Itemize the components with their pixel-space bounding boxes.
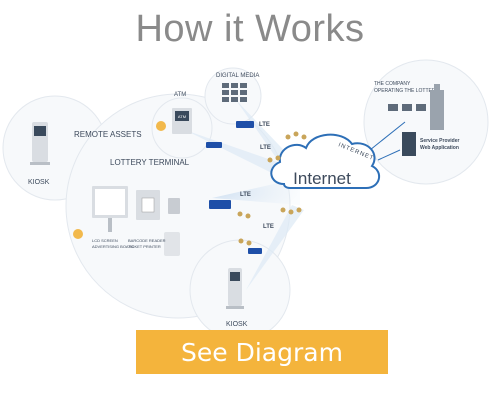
person-icon [73,229,83,239]
lottery-terminal-devices [92,186,180,256]
server-link [377,149,401,161]
router-atm-icon [206,142,222,148]
lte-label-media: LTE [259,122,270,128]
kiosk-left-icon [30,122,50,165]
see-diagram-button[interactable]: See Diagram [136,330,388,374]
internet-cloud [270,133,381,189]
atm-user-icon [156,121,166,131]
workstations-icon [388,104,426,111]
people-icons [237,131,307,246]
digital-media-icon [222,83,247,102]
server-icon [402,132,416,156]
lottery-terminal-label: LOTTERY TERMINAL [110,158,190,167]
atm-screen-label: ATM [178,114,186,119]
router-lottery-icon [209,200,231,209]
company-circle [363,59,489,185]
router-media-icon [236,121,254,128]
remote-assets-label: REMOTE ASSETS [74,130,142,139]
lte-label-kiosk: LTE [263,224,274,230]
beam-lottery [212,178,300,205]
company-label-1: THE COMPANY [374,81,411,87]
service-label-1: Service Provider [420,138,460,144]
kiosk-bottom-icon [226,268,244,309]
digital-media-label: DIGITAL MEDIA [216,73,259,79]
digital-media-circle [204,67,262,125]
atm-icon: ATM [172,108,192,134]
kiosk-left-label: KIOSK [28,179,50,186]
router-kiosk-icon [248,248,262,254]
reader-label-2: TICKET PRINTER [128,244,161,249]
lte-label-atm: LTE [260,145,271,151]
beam-kiosk [246,205,304,290]
page-title: How it Works [135,8,365,50]
lcd-label-2: ADVERTISING BOARD [92,244,134,249]
reader-label-1: BARCODE READER [128,238,166,243]
company-label-2: OPERATING THE LOTTERY [374,88,439,94]
company-link [369,121,406,151]
lcd-label-1: LCD SCREEN [92,238,118,243]
service-label-2: Web Application [420,145,459,151]
atm-label: ATM [174,92,186,98]
lte-label-lottery: LTE [240,192,251,198]
kiosk-bottom-label: KIOSK [226,321,248,328]
building-icon [430,84,444,130]
internet-label: Internet [293,169,351,188]
